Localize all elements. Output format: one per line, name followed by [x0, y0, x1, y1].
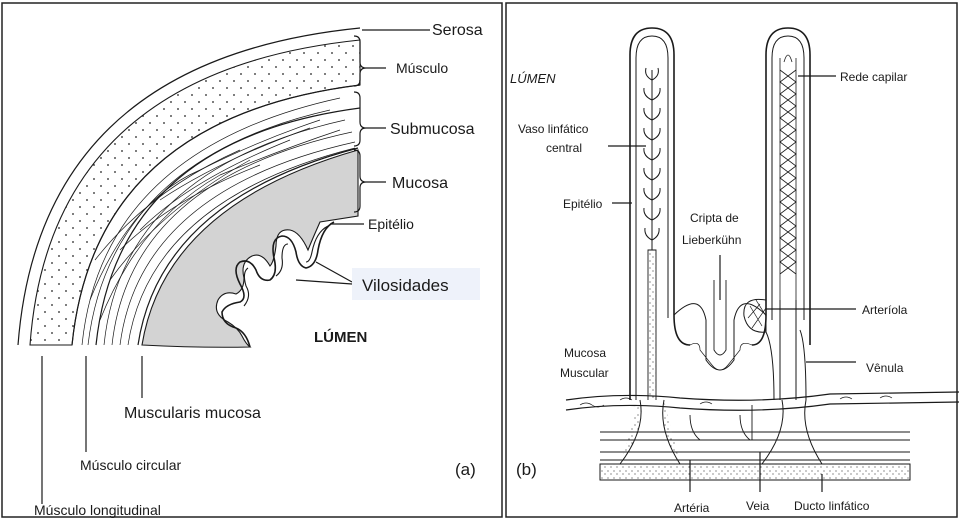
- vilosidades-label: Vilosidades: [362, 276, 449, 295]
- panel-a-tag: (a): [455, 460, 476, 479]
- ducto-linfatico-label: Ducto linfático: [794, 499, 870, 513]
- muscularis-mucosa-label: Muscularis mucosa: [124, 405, 261, 422]
- vilosidades-leader-1: [316, 262, 352, 282]
- veia-label: Veia: [746, 499, 770, 513]
- vaso-linfatico-label-1: Vaso linfático: [518, 122, 589, 136]
- mucosa-muscular-band-top: [566, 392, 959, 400]
- serosa-label: Serosa: [432, 22, 483, 39]
- venula-label: Vênula: [866, 361, 904, 375]
- rede-capilar-label: Rede capilar: [840, 70, 907, 84]
- arteriola-vessel: [744, 299, 766, 332]
- vilosidades-leader-2: [296, 280, 352, 284]
- mucosa-muscular-label-2: Muscular: [560, 366, 609, 380]
- vaso-linfatico-central: [648, 250, 656, 400]
- ducto-linfatico-vessel: [600, 464, 910, 480]
- lacteal-branches: [644, 68, 660, 250]
- panel-b-tag: (b): [516, 460, 537, 479]
- submucosa-vessels: [600, 432, 910, 460]
- musculo-longitudinal-label: Músculo longitudinal: [34, 502, 161, 518]
- lumen-label-b: LÚMEN: [510, 71, 556, 86]
- epitelio-label: Epitélio: [368, 216, 414, 232]
- rede-capilar-network: [780, 55, 796, 300]
- epitelio-b-label: Epitélio: [563, 197, 603, 211]
- venula-vessel: [800, 330, 806, 400]
- musculo-circular-label: Músculo circular: [80, 457, 181, 473]
- panel-a: Serosa Músculo Submucosa Mucosa Epitélio…: [2, 3, 502, 518]
- mucosa-layer: [142, 150, 358, 347]
- panel-b: LÚMEN Rede capilar Vaso linfático centra…: [506, 3, 959, 517]
- vaso-linfatico-label-2: central: [546, 141, 582, 155]
- mucosa-muscular-band-bottom: [566, 402, 959, 410]
- mucosa-label: Mucosa: [392, 175, 448, 192]
- cripta-label-1: Cripta de: [690, 211, 739, 225]
- villus-left-outer: [630, 28, 690, 400]
- submucosa-bracket: [354, 92, 366, 146]
- submucosa-label: Submucosa: [390, 121, 475, 138]
- cripta-label-2: Lieberkühn: [682, 233, 741, 247]
- arteriola-label: Arteríola: [862, 303, 908, 317]
- arteria-label: Artéria: [674, 501, 710, 515]
- musculo-label: Músculo: [396, 60, 448, 76]
- mucosa-muscular-label-1: Mucosa: [564, 346, 606, 360]
- lumen-label-a: LÚMEN: [314, 328, 367, 346]
